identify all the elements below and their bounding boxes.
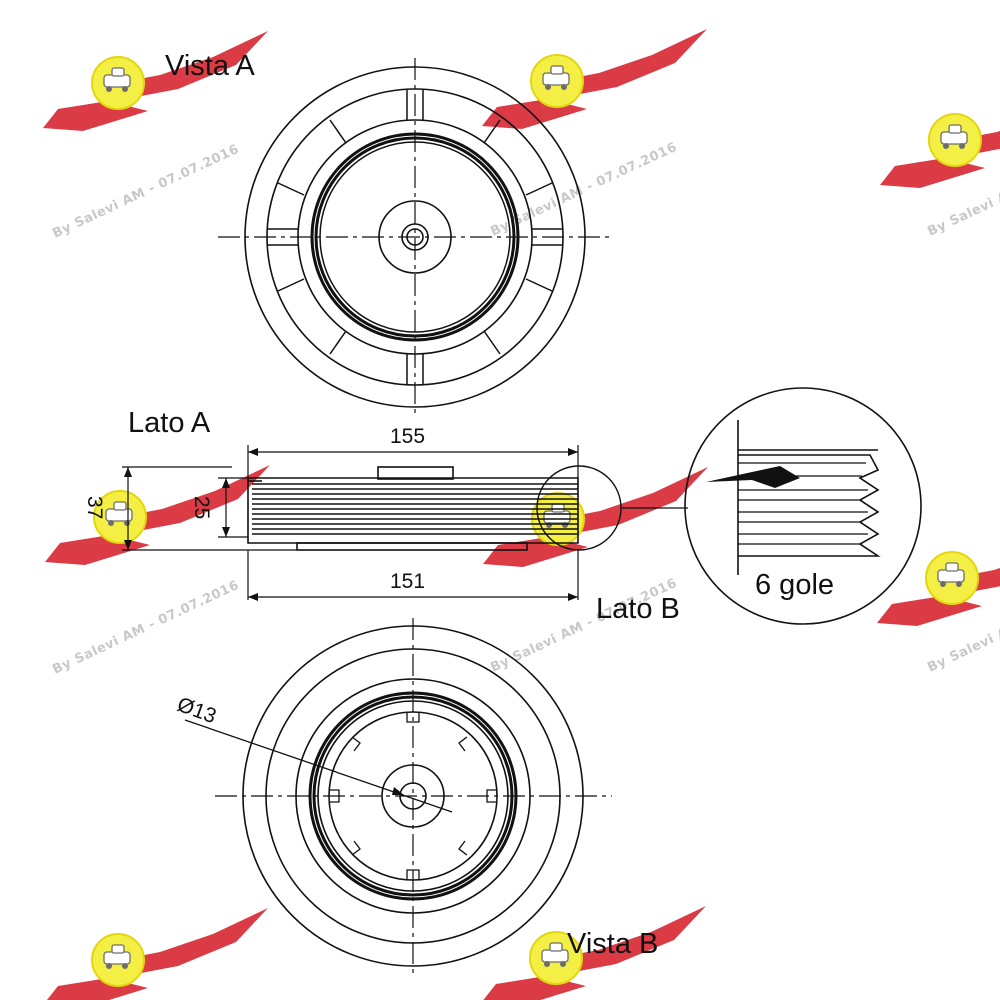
watermark-text: By Salevi AM - 07.07.2016 xyxy=(50,578,241,678)
watermark-logo xyxy=(876,525,1000,627)
vista-b-label: Vista B xyxy=(567,928,659,960)
side-view xyxy=(122,445,688,601)
dimension-155: 155 xyxy=(390,425,426,448)
vista-a-label: Vista A xyxy=(165,50,255,82)
watermark-logo xyxy=(481,28,708,130)
dimension-37: 37 xyxy=(83,496,106,520)
detail-view xyxy=(684,387,922,625)
lato-a-label: Lato A xyxy=(128,407,211,439)
grooves-count-label: 6 gole xyxy=(755,569,835,601)
vista-b-view xyxy=(184,618,612,975)
watermark-text: By Salevi AM - 07.07.2016 xyxy=(50,142,241,242)
lato-b-label: Lato B xyxy=(596,593,680,625)
watermark-logo xyxy=(42,907,269,1000)
dimension-25: 25 xyxy=(190,496,213,520)
dimension-151: 151 xyxy=(390,570,426,593)
watermark-logo xyxy=(879,87,1000,189)
vista-a-view xyxy=(218,58,612,415)
watermark-logo xyxy=(482,466,709,568)
